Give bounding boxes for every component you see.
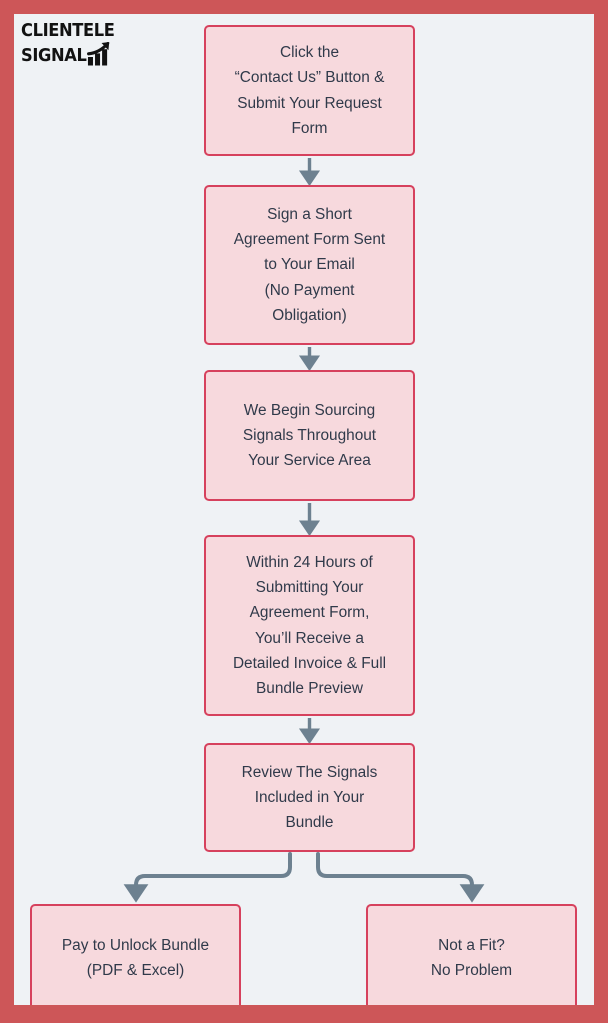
flow-node-label: Within 24 Hours of Submitting Your Agree… — [232, 554, 387, 697]
flow-node-label: Pay to Unlock Bundle (PDF & Excel) — [61, 936, 210, 979]
flow-node-agreement-form[interactable]: Sign a Short Agreement Form Sent to Your… — [204, 185, 415, 345]
connector-branch-right — [316, 852, 485, 903]
flow-node-pay-unlock[interactable]: Pay to Unlock Bundle (PDF & Excel) — [30, 904, 241, 1005]
bar-chart-growth-arrow-icon — [87, 41, 115, 66]
flow-node-label: Sign a Short Agreement Form Sent to Your… — [233, 206, 386, 324]
brand-name-line-1: CLIENTELE — [21, 21, 115, 41]
brand-logo: CLIENTELE SIGNAL — [21, 21, 151, 79]
brand-name-line-2-row: SIGNAL — [21, 39, 115, 66]
connector-layer — [123, 158, 485, 903]
flow-node-not-a-fit[interactable]: Not a Fit? No Problem — [366, 904, 577, 1005]
flow-node-review-signals[interactable]: Review The Signals Included in Your Bund… — [204, 743, 415, 852]
flowchart-canvas: CLIENTELE SIGNAL — [14, 14, 594, 1005]
flow-node-label: Not a Fit? No Problem — [430, 936, 513, 979]
flow-node-label: Review The Signals Included in Your Bund… — [241, 763, 378, 832]
connector-branch-left — [123, 852, 292, 903]
brand-name-line-2: SIGNAL — [21, 46, 87, 66]
flow-node-contact-form[interactable]: Click the “Contact Us” Button & Submit Y… — [204, 25, 415, 156]
flow-node-label: Click the “Contact Us” Button & Submit Y… — [234, 44, 385, 137]
brand-wordmark: CLIENTELE SIGNAL — [21, 21, 115, 66]
flow-node-label: We Begin Sourcing Signals Throughout You… — [242, 401, 377, 470]
flow-node-sourcing[interactable]: We Begin Sourcing Signals Throughout You… — [204, 370, 415, 501]
flow-node-invoice-preview[interactable]: Within 24 Hours of Submitting Your Agree… — [204, 535, 415, 716]
